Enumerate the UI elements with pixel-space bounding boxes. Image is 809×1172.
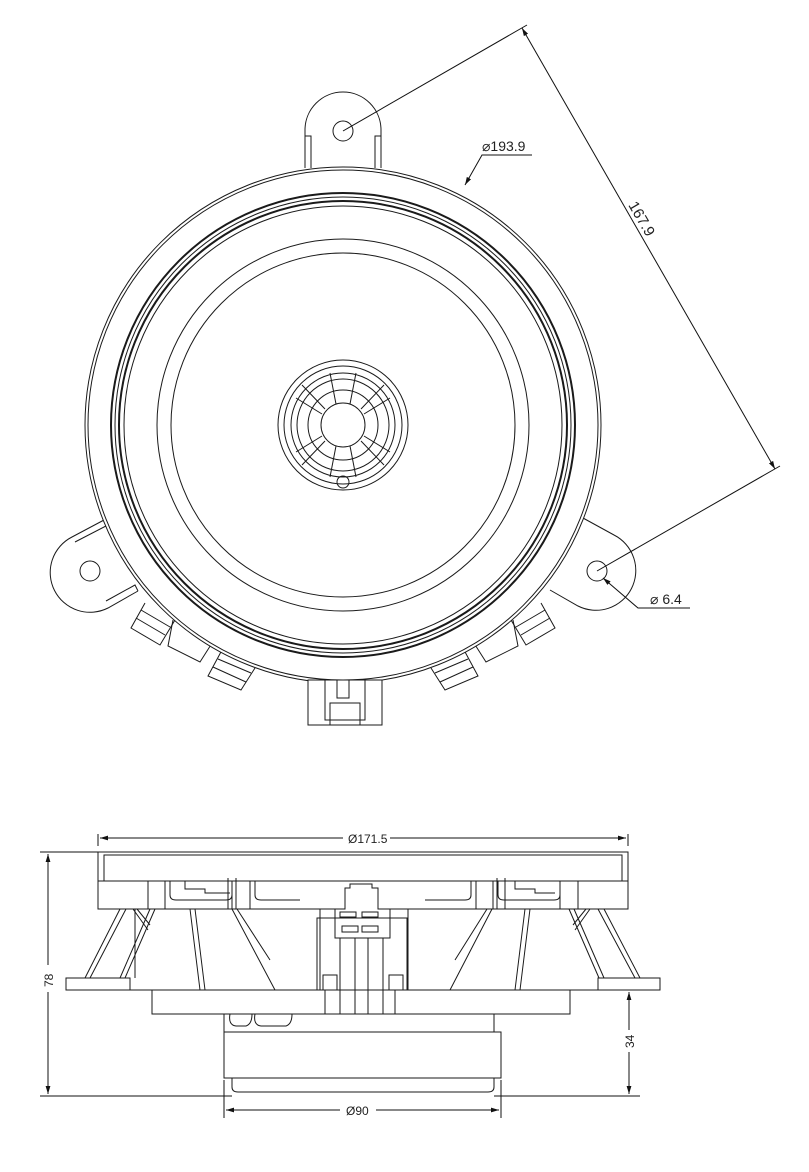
dim-magnet-depth: 34 (494, 992, 640, 1097)
frame-struts (84, 878, 641, 991)
dim-frame-diameter: Ø171.5 (97, 830, 629, 846)
tweeter (277, 359, 409, 491)
svg-text:167.9: 167.9 (625, 199, 658, 240)
dim-hole-diameter: ⌀ 6.4 (602, 577, 690, 609)
mount-hole-top (332, 120, 354, 142)
side-view: Ø171.5 78 34 Ø90 (40, 830, 661, 1118)
svg-text:34: 34 (623, 1034, 637, 1048)
clip-tabs (130, 602, 556, 691)
svg-text:⌀193.9: ⌀193.9 (482, 138, 526, 154)
mount-hole-left (79, 560, 101, 582)
svg-text:78: 78 (42, 973, 56, 987)
logo-icon (336, 475, 350, 489)
right-mount-tab (549, 517, 637, 611)
mount-hole-right (586, 560, 608, 582)
dim-total-depth: 78 (40, 851, 232, 1097)
magnet (223, 1031, 502, 1093)
svg-text:Ø90: Ø90 (346, 1104, 369, 1118)
top-mount-tab (304, 91, 382, 168)
dim-magnet-diameter: Ø90 (223, 1080, 502, 1118)
connector-front (307, 679, 383, 726)
dim-outer-diameter: ⌀193.9 (464, 138, 532, 186)
svg-text:⌀ 6.4: ⌀ 6.4 (650, 591, 682, 607)
connector-side (316, 883, 408, 991)
front-view: ⌀193.9 167.9 ⌀ 6.4 (49, 24, 781, 726)
svg-text:Ø171.5: Ø171.5 (348, 832, 388, 846)
